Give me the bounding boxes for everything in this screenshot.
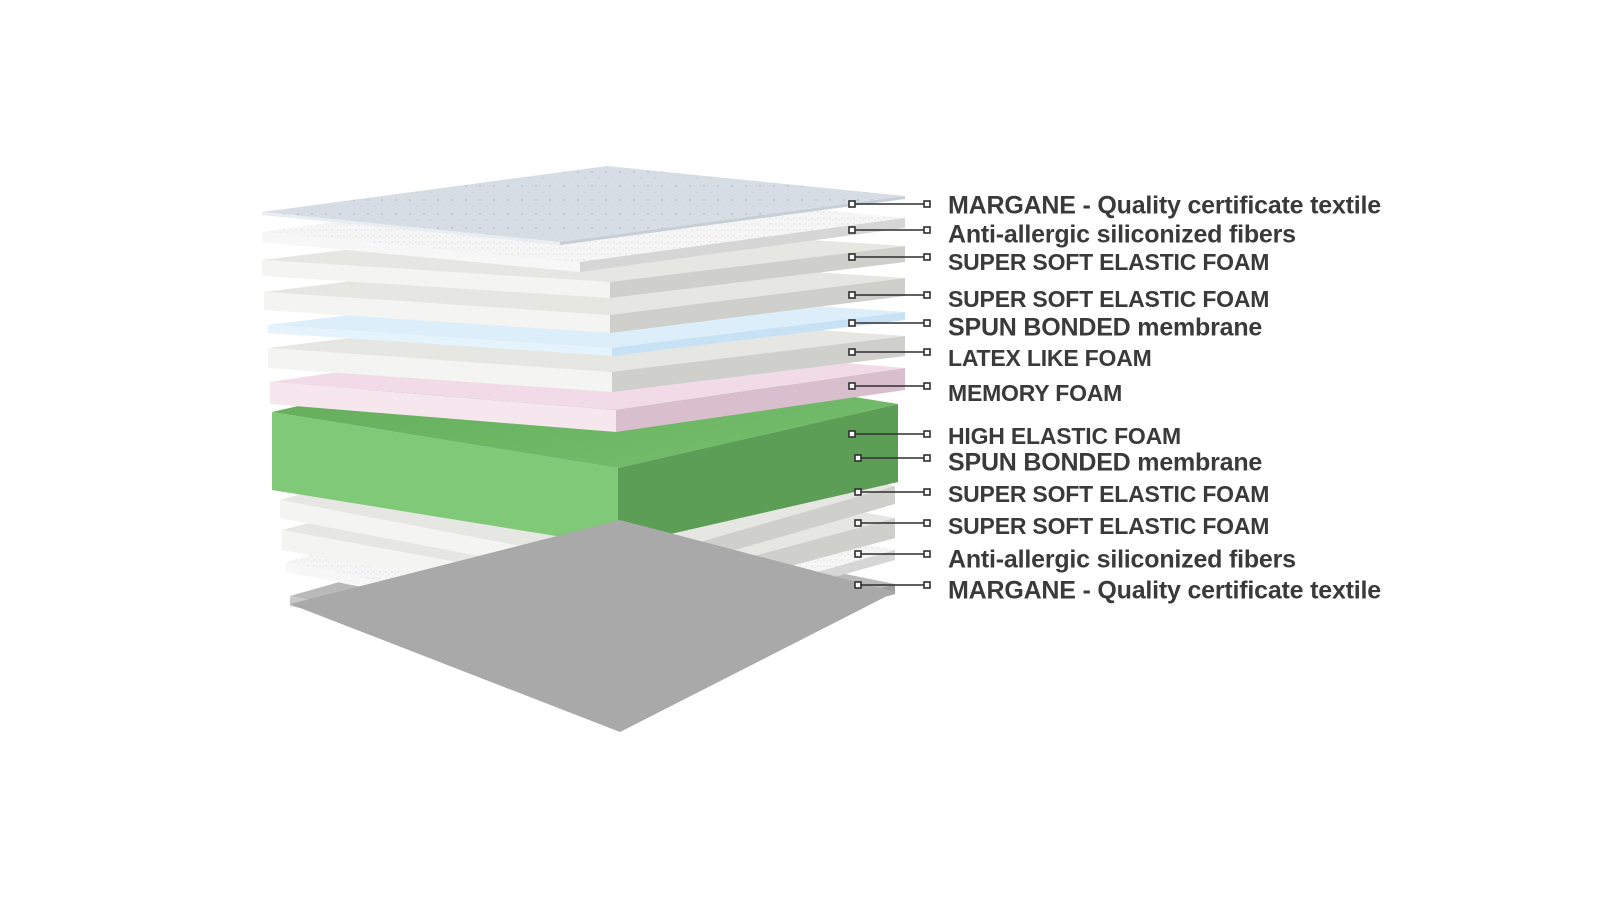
connector-end-marker bbox=[923, 226, 931, 234]
layer-label: SPUN BONDED membrane bbox=[948, 449, 1262, 477]
layer-front-left-0 bbox=[262, 212, 560, 245]
layer-label: SPUN BONDED membrane bbox=[948, 314, 1262, 342]
layer-front-left-4 bbox=[268, 325, 612, 356]
layer-label: SUPER SOFT ELASTIC FOAM bbox=[948, 513, 1269, 539]
connectors-group bbox=[848, 200, 931, 589]
layer-front-left-2 bbox=[262, 260, 610, 298]
connector-end-marker bbox=[923, 253, 931, 261]
layer-front-right-1 bbox=[580, 218, 905, 272]
layers-group bbox=[262, 166, 905, 732]
layer-label: LATEX LIKE FOAM bbox=[948, 345, 1152, 371]
connector-anchor-marker bbox=[854, 454, 862, 462]
layer-label: MEMORY FOAM bbox=[948, 380, 1122, 406]
layer-front-right-3 bbox=[610, 278, 905, 333]
layer-front-left-6 bbox=[270, 382, 616, 432]
connector-end-marker bbox=[923, 519, 931, 527]
connector-anchor-marker bbox=[848, 200, 856, 208]
layer-front-right-5 bbox=[612, 336, 905, 392]
connector-end-marker bbox=[923, 319, 931, 327]
connector-end-marker bbox=[923, 581, 931, 589]
connector-anchor-marker bbox=[848, 382, 856, 390]
base-shadow bbox=[290, 520, 895, 732]
layer-front-left-3 bbox=[264, 292, 610, 333]
layer-quilt-0 bbox=[262, 166, 905, 242]
layer-front-left-5 bbox=[268, 348, 612, 392]
connector-anchor-marker bbox=[854, 550, 862, 558]
layer-front-right-6 bbox=[616, 368, 905, 432]
connector-anchor-marker bbox=[848, 319, 856, 327]
layer-front-left-7 bbox=[272, 412, 618, 546]
connector-anchor-marker bbox=[854, 581, 862, 589]
layer-label: Anti-allergic siliconized fibers bbox=[948, 546, 1296, 574]
layer-front-right-4 bbox=[612, 312, 905, 356]
layer-label: Anti-allergic siliconized fibers bbox=[948, 221, 1296, 249]
layer-label: MARGANE - Quality certificate textile bbox=[948, 577, 1381, 605]
connector-end-marker bbox=[923, 348, 931, 356]
layer-label: MARGANE - Quality certificate textile bbox=[948, 192, 1381, 220]
connector-anchor-marker bbox=[848, 430, 856, 438]
connector-end-marker bbox=[923, 200, 931, 208]
layer-front-right-2 bbox=[610, 246, 905, 298]
connector-end-marker bbox=[923, 382, 931, 390]
connector-end-marker bbox=[923, 454, 931, 462]
layer-label: SUPER SOFT ELASTIC FOAM bbox=[948, 249, 1269, 275]
connector-anchor-marker bbox=[854, 519, 862, 527]
connector-end-marker bbox=[923, 488, 931, 496]
connector-end-marker bbox=[923, 430, 931, 438]
connector-anchor-marker bbox=[848, 253, 856, 261]
layer-label: SUPER SOFT ELASTIC FOAM bbox=[948, 286, 1269, 312]
connector-anchor-marker bbox=[848, 348, 856, 356]
layer-front-right-0 bbox=[560, 196, 905, 245]
connector-anchor-marker bbox=[854, 488, 862, 496]
connector-end-marker bbox=[923, 291, 931, 299]
connector-end-marker bbox=[923, 550, 931, 558]
layer-front-left-1 bbox=[262, 232, 580, 272]
layer-label: HIGH ELASTIC FOAM bbox=[948, 423, 1181, 449]
connector-anchor-marker bbox=[848, 291, 856, 299]
layer-label: SUPER SOFT ELASTIC FOAM bbox=[948, 481, 1269, 507]
layer-front-right-7 bbox=[618, 404, 898, 546]
connector-anchor-marker bbox=[848, 226, 856, 234]
labels-group: MARGANE - Quality certificate textileAnt… bbox=[948, 192, 1381, 605]
